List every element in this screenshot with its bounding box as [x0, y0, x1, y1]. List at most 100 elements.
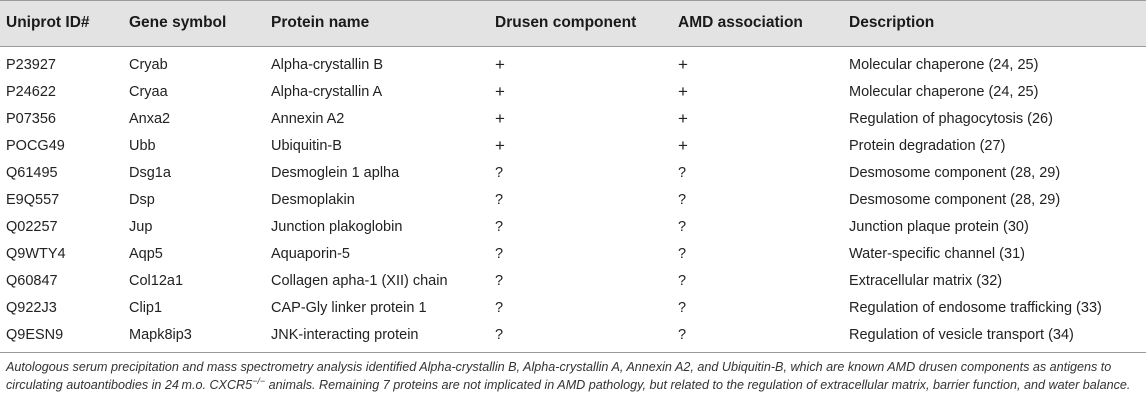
reference-link[interactable]: 30	[1007, 219, 1024, 235]
description-close-paren: )	[1023, 219, 1029, 235]
cell-gene-symbol: Col12a1	[129, 273, 184, 289]
reference-link[interactable]: 34	[1052, 327, 1070, 343]
description-close-paren: )	[1055, 165, 1061, 181]
cell-protein-name: Desmoglein 1 aplha	[271, 165, 400, 181]
cell-uniprot-id: Q922J3	[6, 300, 57, 316]
reference-link[interactable]: 31	[1004, 246, 1021, 262]
header-description: Description	[849, 14, 935, 31]
cell-amd-association: +	[678, 109, 688, 128]
header-protein-name: Protein name	[271, 14, 370, 31]
cell-protein-name: Junction plakoglobin	[271, 219, 403, 235]
cell-gene-symbol: Clip1	[129, 300, 163, 316]
cell-gene-symbol: Anxa2	[129, 111, 171, 127]
reference-link[interactable]: 32	[981, 273, 998, 289]
cell-uniprot-id: Q60847	[6, 273, 58, 289]
cell-uniprot-id: Q02257	[6, 219, 58, 235]
cell-amd-association: ?	[678, 246, 687, 262]
cell-gene-symbol: Mapk8ip3	[129, 327, 192, 343]
cell-protein-name: JNK-interacting protein	[271, 327, 419, 343]
cell-amd-association: +	[678, 82, 688, 101]
cell-description: Molecular chaperone (24, 25)	[849, 57, 1038, 73]
table-row: POCG49 Ubb Ubiquitin-B + + Protein degradatio…	[0, 134, 1146, 161]
cell-uniprot-id: POCG49	[6, 138, 65, 154]
cell-description: Desmosome component (28, 29)	[849, 165, 1060, 181]
description-close-paren: )	[1033, 57, 1039, 73]
reference-link[interactable]: 24, 25	[993, 57, 1034, 73]
cell-protein-name: Alpha-crystallin B	[271, 57, 384, 73]
reference-link[interactable]: 27	[984, 138, 1001, 154]
cell-protein-name: Ubiquitin-B	[271, 138, 342, 154]
cell-gene-symbol: Aqp5	[129, 246, 163, 262]
description-text: Regulation of vesicle transport (	[849, 327, 1053, 343]
cell-drusen-component: ?	[495, 192, 504, 208]
cell-description: Junction plaque protein (30)	[849, 219, 1029, 235]
description-text: Desmosome component (	[849, 192, 1016, 208]
description-text: Molecular chaperone (	[849, 84, 994, 100]
cell-gene-symbol: Ubb	[129, 138, 156, 154]
cell-drusen-component: ?	[495, 273, 504, 289]
reference-link[interactable]: 33	[1080, 300, 1098, 316]
caption-superscript: −/−	[252, 375, 266, 386]
cell-protein-name: Alpha-crystallin A	[271, 84, 383, 100]
caption-text-1: Autologous serum precipitation and mass …	[6, 360, 1112, 392]
description-close-paren: )	[1055, 192, 1061, 208]
cell-uniprot-id: Q9ESN9	[6, 327, 64, 343]
description-text: Water-specific channel (	[849, 246, 1004, 262]
cell-amd-association: +	[678, 55, 688, 74]
cell-uniprot-id: P07356	[6, 111, 56, 127]
cell-description: Desmosome component (28, 29)	[849, 192, 1060, 208]
cell-gene-symbol: Cryab	[129, 57, 168, 73]
reference-link[interactable]: 26	[1031, 111, 1049, 127]
reference-link[interactable]: 28, 29	[1015, 165, 1056, 181]
cell-uniprot-id: E9Q557	[6, 192, 60, 208]
cell-amd-association: ?	[678, 327, 687, 343]
cell-gene-symbol: Dsg1a	[129, 165, 171, 181]
cell-drusen-component: +	[495, 55, 505, 74]
caption-text-2: animals. Remaining 7 proteins are not im…	[265, 378, 1131, 392]
description-text: Regulation of phagocytosis (	[849, 111, 1032, 127]
cell-description: Protein degradation (27)	[849, 138, 1005, 154]
description-close-paren: )	[1069, 327, 1074, 343]
description-text: Extracellular matrix (	[849, 273, 982, 289]
cell-protein-name: CAP-Gly linker protein 1	[271, 300, 427, 316]
cell-uniprot-id: P24622	[6, 84, 56, 100]
cell-amd-association: ?	[678, 273, 687, 289]
cell-drusen-component: ?	[495, 246, 504, 262]
cell-gene-symbol: Dsp	[129, 192, 155, 208]
cell-uniprot-id: Q61495	[6, 165, 58, 181]
cell-description: Regulation of vesicle transport (34)	[849, 327, 1074, 343]
cell-description: Regulation of phagocytosis (26)	[849, 111, 1053, 127]
description-close-paren: )	[1000, 138, 1006, 154]
reference-link[interactable]: 24, 25	[993, 84, 1034, 100]
cell-amd-association: ?	[678, 165, 687, 181]
cell-drusen-component: ?	[495, 219, 504, 235]
header-gene-symbol: Gene symbol	[129, 14, 227, 31]
table-header: Uniprot ID# Gene symbol Protein name Dru…	[0, 0, 1146, 47]
cell-amd-association: +	[678, 136, 688, 155]
cell-description: Extracellular matrix (32)	[849, 273, 1002, 289]
header-drusen-component: Drusen component	[495, 14, 637, 31]
cell-drusen-component: +	[495, 82, 505, 101]
description-text: Regulation of endosome trafficking (	[849, 300, 1081, 316]
description-close-paren: )	[997, 273, 1003, 289]
cell-drusen-component: +	[495, 136, 505, 155]
cell-amd-association: ?	[678, 300, 687, 316]
cell-amd-association: ?	[678, 219, 687, 235]
protein-table: Uniprot ID# Gene symbol Protein name Dru…	[0, 0, 1146, 350]
table-bottom-rule	[0, 352, 1146, 353]
cell-protein-name: Annexin A2	[271, 111, 345, 127]
reference-link[interactable]: 28, 29	[1015, 192, 1056, 208]
description-text: Junction plaque protein (	[849, 219, 1008, 235]
description-close-paren: )	[1097, 300, 1102, 316]
